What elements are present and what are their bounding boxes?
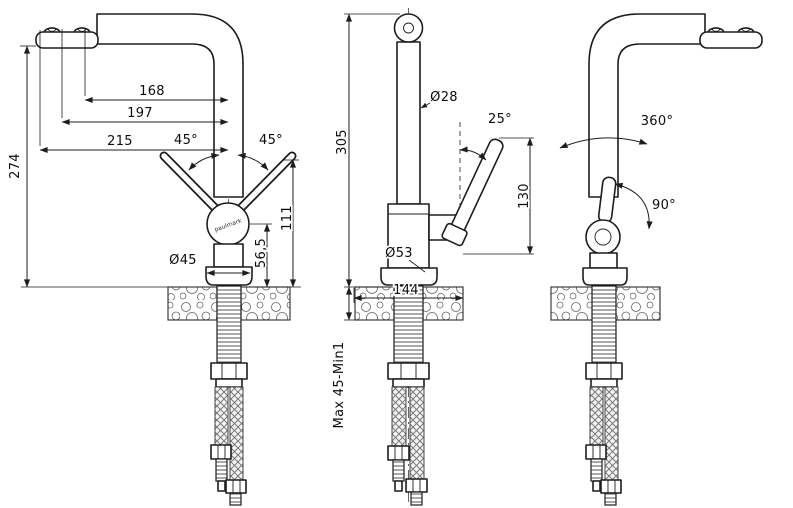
base-flange xyxy=(582,267,628,286)
dim-305-label: 305 xyxy=(335,129,350,155)
mounting-stem xyxy=(591,285,617,364)
mounting-assembly xyxy=(585,285,623,506)
supply-hose-left xyxy=(589,386,604,446)
dim-dia-45: Ø45 xyxy=(167,251,251,277)
dim-130-label: 130 xyxy=(517,183,532,209)
supply-hose-right xyxy=(409,386,425,480)
dim-angle-45-right: 45° xyxy=(237,131,284,171)
hose-fitting xyxy=(405,478,428,493)
hose-fitting xyxy=(210,444,232,460)
spray-head xyxy=(699,31,763,49)
spray-head xyxy=(35,31,99,49)
supply-hose-right xyxy=(604,386,619,481)
dim-rotation-90: 90° xyxy=(614,182,677,230)
mount-thickness-label: Max 45-Min1 xyxy=(332,342,347,429)
supply-hose-left xyxy=(391,386,407,447)
faucet-body xyxy=(582,13,763,286)
dia-45-label: Ø45 xyxy=(169,253,197,268)
right-side-view: 360° 90° xyxy=(550,13,763,506)
angle-45-left-label: 45° xyxy=(174,133,198,148)
ball-joint xyxy=(585,219,621,255)
dim-56-5-label: 56,5 xyxy=(254,238,269,268)
hose-fitting xyxy=(387,445,410,461)
angle-25-label: 25° xyxy=(488,112,512,127)
dim-56-5: 56,5 xyxy=(250,223,272,288)
supply-hose-left xyxy=(214,386,229,446)
dim-197-label: 197 xyxy=(127,106,153,121)
dim-274: 274 xyxy=(6,45,170,288)
handle-lever xyxy=(441,138,504,247)
base-flange xyxy=(205,266,253,286)
dim-197: 197 xyxy=(61,29,229,126)
spout-arm xyxy=(588,13,706,198)
dim-144: 144 xyxy=(353,281,464,303)
dim-mount-thickness: Max 45-Min1 xyxy=(330,286,357,430)
dia-53-label: Ø53 xyxy=(385,246,413,261)
hose-fitting xyxy=(225,479,247,494)
faucet-body xyxy=(380,13,504,286)
mounting-stem xyxy=(216,285,242,364)
dim-angle-25: 25° xyxy=(459,110,513,212)
dim-305: 305 xyxy=(333,13,400,288)
dim-144-label: 144 xyxy=(393,283,419,298)
dim-dia-28: Ø28 xyxy=(420,88,459,109)
dim-dia-53: Ø53 xyxy=(383,244,426,273)
spout-end xyxy=(393,13,424,43)
hose-fitting xyxy=(585,444,607,460)
dim-130: 130 xyxy=(463,137,534,255)
countertop-section xyxy=(550,286,661,321)
mounting-nut xyxy=(585,362,623,380)
hose-fitting xyxy=(600,479,622,494)
dim-168-label: 168 xyxy=(139,84,165,99)
supply-hose-right xyxy=(229,386,244,481)
dim-215: 215 xyxy=(39,30,229,154)
faucet-body: paulmark xyxy=(35,13,297,286)
mounting-assembly xyxy=(210,285,248,506)
dim-angle-45-left: 45° xyxy=(172,131,220,171)
dim-215-label: 215 xyxy=(107,134,133,149)
countertop-section xyxy=(354,286,464,321)
dim-rotation-360: 360° xyxy=(559,112,675,149)
mounting-nut xyxy=(210,362,248,380)
rotation-90-label: 90° xyxy=(652,198,676,213)
spout-arm xyxy=(96,13,244,198)
left-side-view: paulmark 168 197 215 274 45° xyxy=(6,13,301,506)
base-flange xyxy=(380,267,438,286)
rotation-360-label: 360° xyxy=(641,114,674,129)
dim-111-label: 111 xyxy=(280,205,295,231)
angle-45-right-label: 45° xyxy=(259,133,283,148)
dim-111: 111 xyxy=(254,159,301,288)
countertop-section xyxy=(167,286,291,321)
dia-28-label: Ø28 xyxy=(430,90,458,105)
dim-274-label: 274 xyxy=(8,153,23,179)
riser-tube xyxy=(396,41,421,205)
dim-168: 168 xyxy=(84,29,229,104)
mounting-nut xyxy=(387,362,430,380)
front-view: Ø28 25° 130 305 Ø53 144 xyxy=(330,8,534,506)
